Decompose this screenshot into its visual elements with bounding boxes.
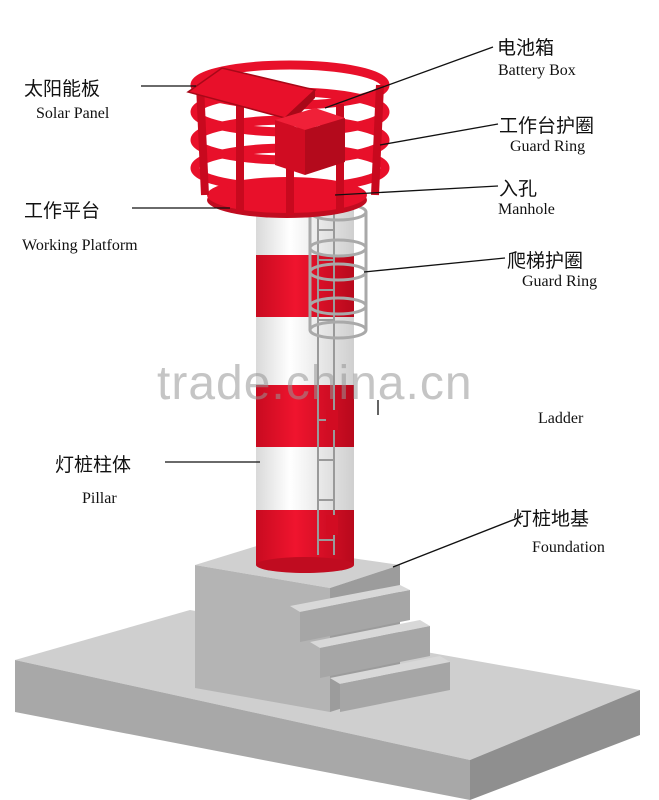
label-manhole-en: Manhole — [498, 201, 555, 218]
battery-box — [275, 108, 345, 175]
pillar-red-band — [256, 510, 354, 565]
foundation — [15, 545, 640, 800]
watermark: trade.china.cn — [157, 357, 473, 410]
label-working-platform-zh: 工作平台 — [24, 200, 101, 222]
label-guard-ring-ladder-en: Guard Ring — [522, 273, 598, 290]
label-solar-panel-en: Solar Panel — [36, 105, 110, 122]
label-guard-ring-ladder-zh: 爬梯护圈 — [507, 250, 584, 272]
label-guard-ring-top-zh: 工作台护圈 — [499, 115, 595, 137]
label-foundation-en: Foundation — [532, 539, 605, 556]
label-foundation-zh: 灯桩地基 — [513, 508, 590, 530]
label-solar-panel-zh: 太阳能板 — [24, 78, 101, 100]
label-manhole-zh: 入孔 — [499, 178, 538, 200]
label-guard-ring-top-en: Guard Ring — [510, 138, 586, 155]
ladder-brackets — [326, 410, 338, 535]
label-working-platform-en: Working Platform — [22, 237, 138, 254]
label-battery-box-zh: 电池箱 — [497, 37, 555, 59]
label-ladder-en: Ladder — [538, 410, 584, 427]
label-pillar-en: Pillar — [82, 490, 117, 507]
leader-lines — [132, 46, 524, 568]
label-battery-box-en: Battery Box — [498, 62, 576, 79]
label-pillar-zh: 灯桩柱体 — [55, 454, 132, 476]
